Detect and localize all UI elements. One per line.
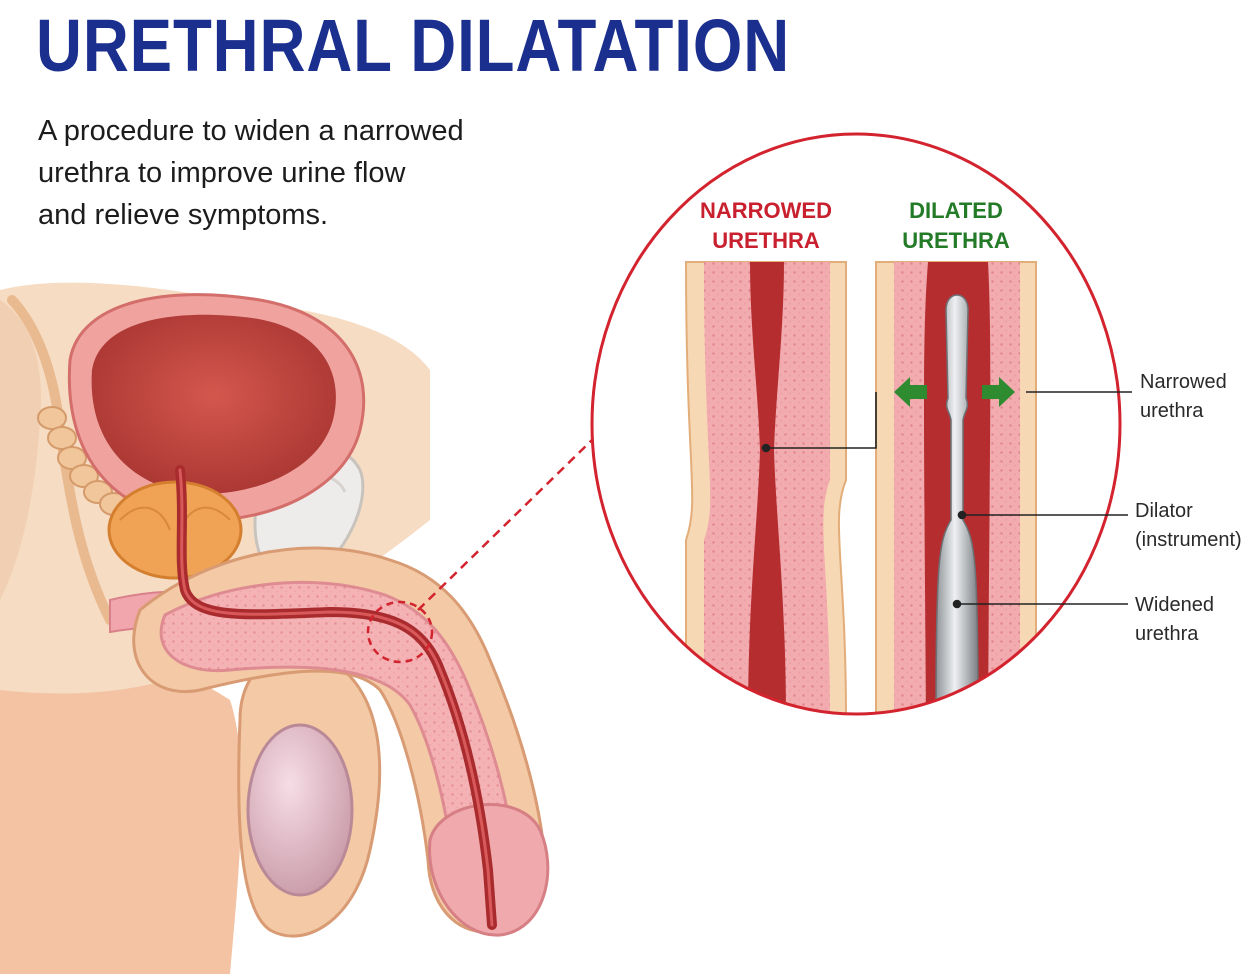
callout-line: urethra xyxy=(1140,400,1204,422)
heading-line: URETHRA xyxy=(902,228,1010,253)
magnified-inset xyxy=(590,132,1122,716)
description-line: and relieve symptoms. xyxy=(38,199,329,231)
dilated-urethra-heading: DILATED URETHRA xyxy=(866,196,1046,256)
callout-line: Narrowed xyxy=(1140,371,1227,393)
callout-narrowed-urethra: Narrowed urethra xyxy=(1140,368,1227,426)
callout-line: Widened xyxy=(1135,594,1214,616)
heading-line: DILATED xyxy=(909,198,1003,223)
heading-line: NARROWED xyxy=(700,198,832,223)
narrowed-urethra-heading: NARROWED URETHRA xyxy=(676,196,856,256)
callout-dilator: Dilator (instrument) xyxy=(1135,497,1242,555)
arrow-left-icon xyxy=(894,377,927,407)
callout-line: (instrument) xyxy=(1135,529,1242,551)
pelvic-anatomy xyxy=(0,282,593,974)
description: A procedure to widen a narrowed urethra … xyxy=(38,110,508,236)
leader-lines xyxy=(761,391,1132,609)
callout-line: Dilator xyxy=(1135,500,1193,522)
callout-line: urethra xyxy=(1135,623,1199,645)
dilated-urethra-section xyxy=(875,261,1037,714)
narrowed-urethra-section xyxy=(684,261,848,714)
description-line: urethra to improve urine flow xyxy=(38,157,406,189)
callout-widened-urethra: Widened urethra xyxy=(1135,591,1214,649)
description-line: A procedure to widen a narrowed xyxy=(38,115,464,147)
heading-line: URETHRA xyxy=(712,228,820,253)
page-title: URETHRAL DILATATION xyxy=(36,4,791,87)
arrow-right-icon xyxy=(982,377,1015,407)
